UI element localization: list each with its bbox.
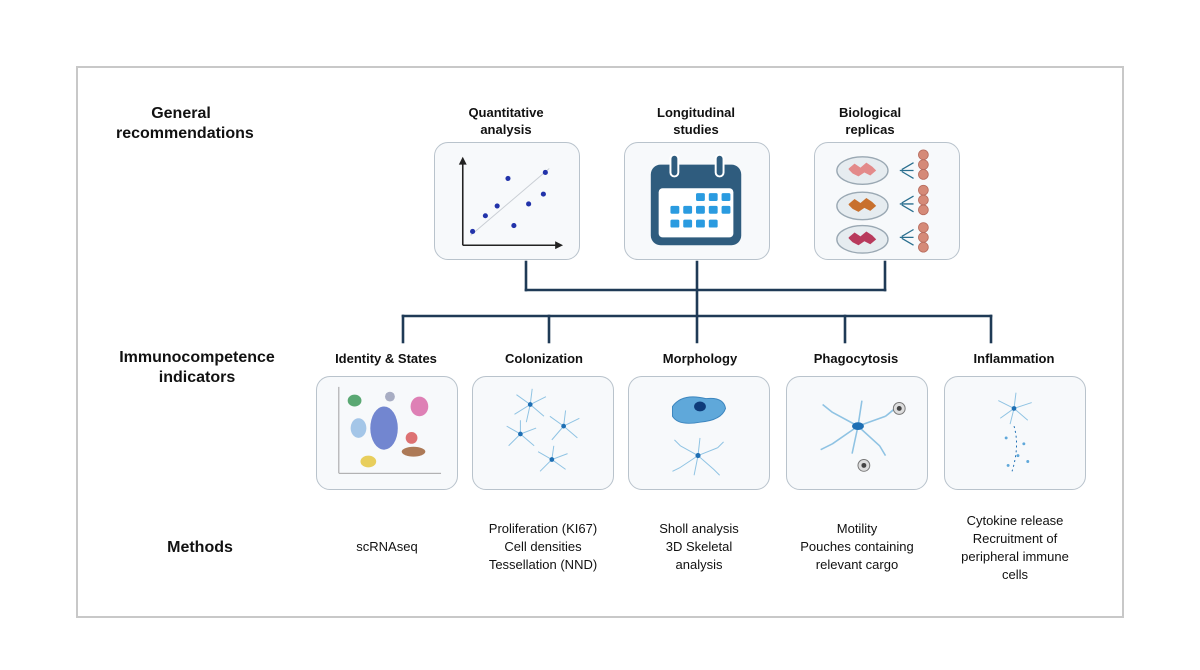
tsne-cluster-plot-icon — [338, 386, 442, 474]
heading-inflammation: Inflammation — [973, 351, 1055, 366]
method-line: Cytokine release — [966, 513, 1064, 528]
calendar-icon — [650, 153, 742, 246]
method-line: Recruitment of — [972, 531, 1058, 546]
method-line: Tessellation (NND) — [488, 557, 598, 572]
method-line: analysis — [675, 557, 723, 572]
method-line: Pouches containing — [800, 539, 914, 554]
cell-morphology-icon — [671, 396, 727, 476]
heading-morphology: Morphology — [662, 351, 738, 366]
card-longitudinal-studies — [624, 142, 770, 260]
heading-phagocytosis: Phagocytosis — [813, 351, 899, 366]
card-quantitative-analysis — [434, 142, 580, 260]
method-line: 3D Skeletal — [665, 539, 733, 554]
method-line: relevant cargo — [815, 557, 899, 572]
methods-identity-states: scRNAseq — [307, 538, 467, 556]
method-line: Cell densities — [504, 539, 582, 554]
method-line: peripheral immune — [961, 549, 1069, 564]
row-label-methods: Methods — [150, 538, 250, 558]
row-label-methods-text: Methods — [167, 539, 233, 556]
heading-longitudinal-studies: Longitudinal studies — [657, 105, 735, 137]
inflammatory-cell-icon — [998, 392, 1032, 472]
methods-morphology: Sholl analysis 3D Skeletal analysis — [619, 520, 779, 574]
row-label-general-text: General recommendations — [116, 105, 254, 142]
card-biological-replicas — [814, 142, 960, 260]
heading-biological-replicas: Biological replicas — [838, 105, 902, 137]
methods-phagocytosis: Motility Pouches containing relevant car… — [777, 520, 937, 574]
row-label-general: General recommendations — [116, 104, 254, 144]
method-line: Proliferation (KI67) — [488, 521, 598, 536]
heading-colonization: Colonization — [505, 351, 583, 366]
method-line: Sholl analysis — [659, 521, 739, 536]
row-label-immuno-text: Immunocompetence indicators — [119, 349, 275, 386]
row-label-immunocompetence: Immunocompetence indicators — [104, 348, 290, 388]
scatter-plot-icon — [458, 156, 564, 250]
card-morphology — [628, 376, 770, 490]
methods-colonization: Proliferation (KI67) Cell densities Tess… — [463, 520, 623, 574]
method-line: Motility — [836, 521, 878, 536]
card-colonization — [472, 376, 614, 490]
card-phagocytosis — [786, 376, 928, 490]
petri-dish-replicas-icon — [836, 149, 929, 254]
card-inflammation — [944, 376, 1086, 490]
method-line: scRNAseq — [356, 539, 418, 554]
heading-quantitative-analysis: Quantitative analysis — [468, 105, 544, 137]
method-line: cells — [1001, 567, 1028, 582]
methods-inflammation: Cytokine release Recruitment of peripher… — [935, 512, 1095, 584]
heading-identity-states: Identity & States — [335, 351, 437, 366]
card-identity-states — [316, 376, 458, 490]
phagocytosing-cell-icon — [820, 400, 906, 472]
microglia-network-icon — [506, 388, 580, 472]
